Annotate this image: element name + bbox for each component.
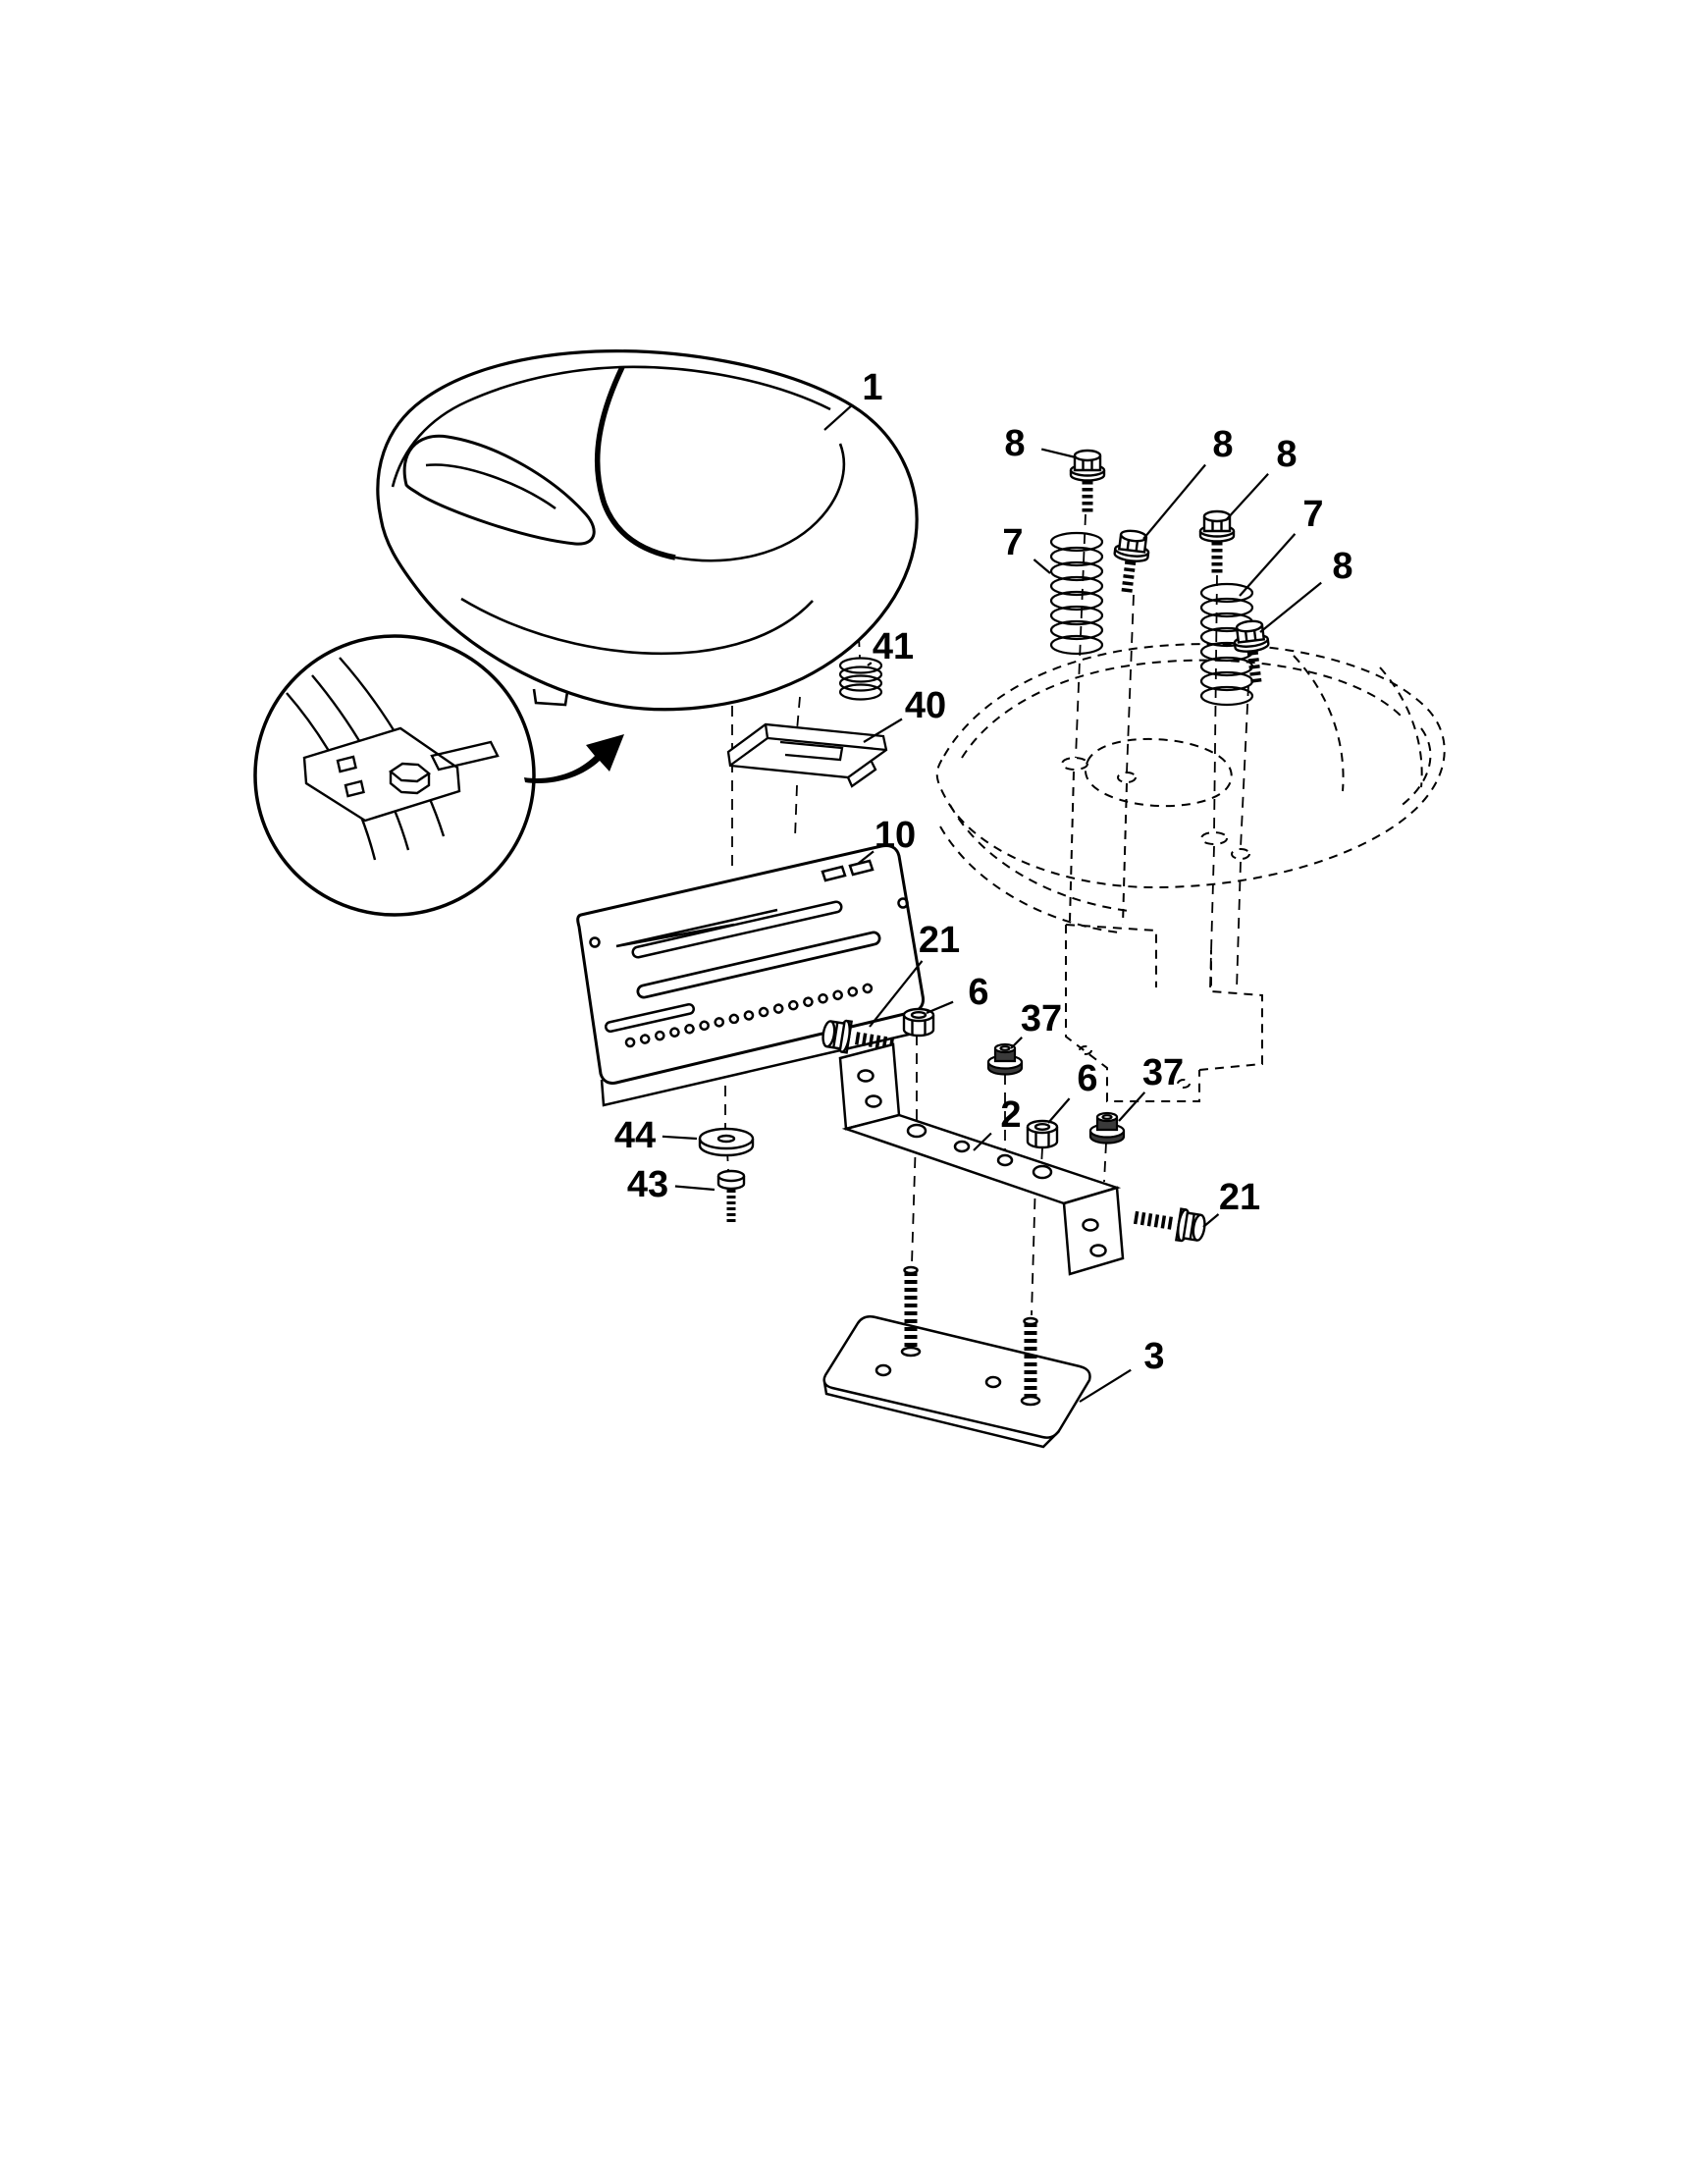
callout-label-21: 21 [919, 920, 960, 961]
callout-label-8: 8 [1332, 546, 1352, 587]
callout-label-3: 3 [1143, 1336, 1164, 1377]
callout-label-40: 40 [905, 685, 946, 726]
callout-label-44: 44 [614, 1115, 656, 1156]
seat-latch-detail [253, 634, 536, 917]
callout-label-6: 6 [1077, 1058, 1097, 1099]
fender-phantom-outline [935, 643, 1446, 1102]
callout-leader-8 [1259, 581, 1322, 633]
plate-stud-rear [1020, 1316, 1041, 1407]
seat-part-1 [376, 349, 919, 712]
nut-6-b [1026, 1119, 1059, 1149]
callout-leader-40 [863, 718, 903, 743]
mount-plate-3 [822, 1265, 1091, 1449]
callout-leader-7 [1239, 533, 1297, 597]
callout-label-37: 37 [1021, 998, 1062, 1039]
callout-label-2: 2 [1000, 1094, 1021, 1136]
callout-label-43: 43 [627, 1164, 668, 1205]
flange-nut-37-b [1088, 1111, 1126, 1145]
plate-stud-front [900, 1265, 922, 1358]
callout-label-8: 8 [1004, 423, 1025, 464]
callout-leader-21 [1202, 1213, 1220, 1228]
washer-44 [698, 1127, 755, 1157]
callout-leader-37 [1118, 1092, 1146, 1122]
callout-leader-41 [867, 662, 873, 666]
callout-label-7: 7 [1002, 522, 1023, 563]
callout-leader-6 [1047, 1097, 1071, 1124]
bolt-8-c [1200, 511, 1234, 573]
callout-leader-10 [857, 850, 874, 865]
callout-leader-3 [1079, 1368, 1132, 1403]
latch-40 [726, 722, 888, 788]
bolt-8-a [1071, 451, 1104, 512]
callout-leader-2 [973, 1132, 992, 1151]
callout-label-1: 1 [862, 367, 882, 408]
callout-label-41: 41 [873, 626, 914, 667]
callout-leader-8 [1225, 472, 1269, 521]
screw-43 [716, 1169, 746, 1223]
shoulder-bolt-21-b [1131, 1201, 1207, 1244]
spring-41 [838, 657, 883, 701]
callout-leader-37 [1010, 1037, 1023, 1049]
callout-leader-43 [674, 1185, 716, 1192]
callout-label-10: 10 [874, 815, 916, 856]
callout-label-8: 8 [1212, 424, 1233, 465]
detail-arrow-icon [524, 734, 624, 784]
callout-leader-8 [1142, 463, 1206, 540]
callout-leader-6 [926, 1000, 954, 1015]
bracket-2 [838, 1042, 1125, 1276]
callout-label-7: 7 [1302, 494, 1323, 535]
callout-label-6: 6 [968, 972, 988, 1013]
callout-label-8: 8 [1276, 434, 1297, 475]
callout-label-37: 37 [1142, 1052, 1184, 1093]
callout-leader-1 [823, 403, 853, 431]
callout-label-21: 21 [1219, 1177, 1260, 1218]
callout-leader-7 [1033, 559, 1051, 574]
spring-7-front [1049, 531, 1104, 656]
callout-leader-44 [662, 1135, 698, 1141]
assembly-axes [724, 513, 1249, 1316]
callout-leader-8 [1040, 448, 1077, 459]
callout-leader-21 [869, 960, 924, 1028]
flange-nut-37-a [986, 1042, 1024, 1076]
